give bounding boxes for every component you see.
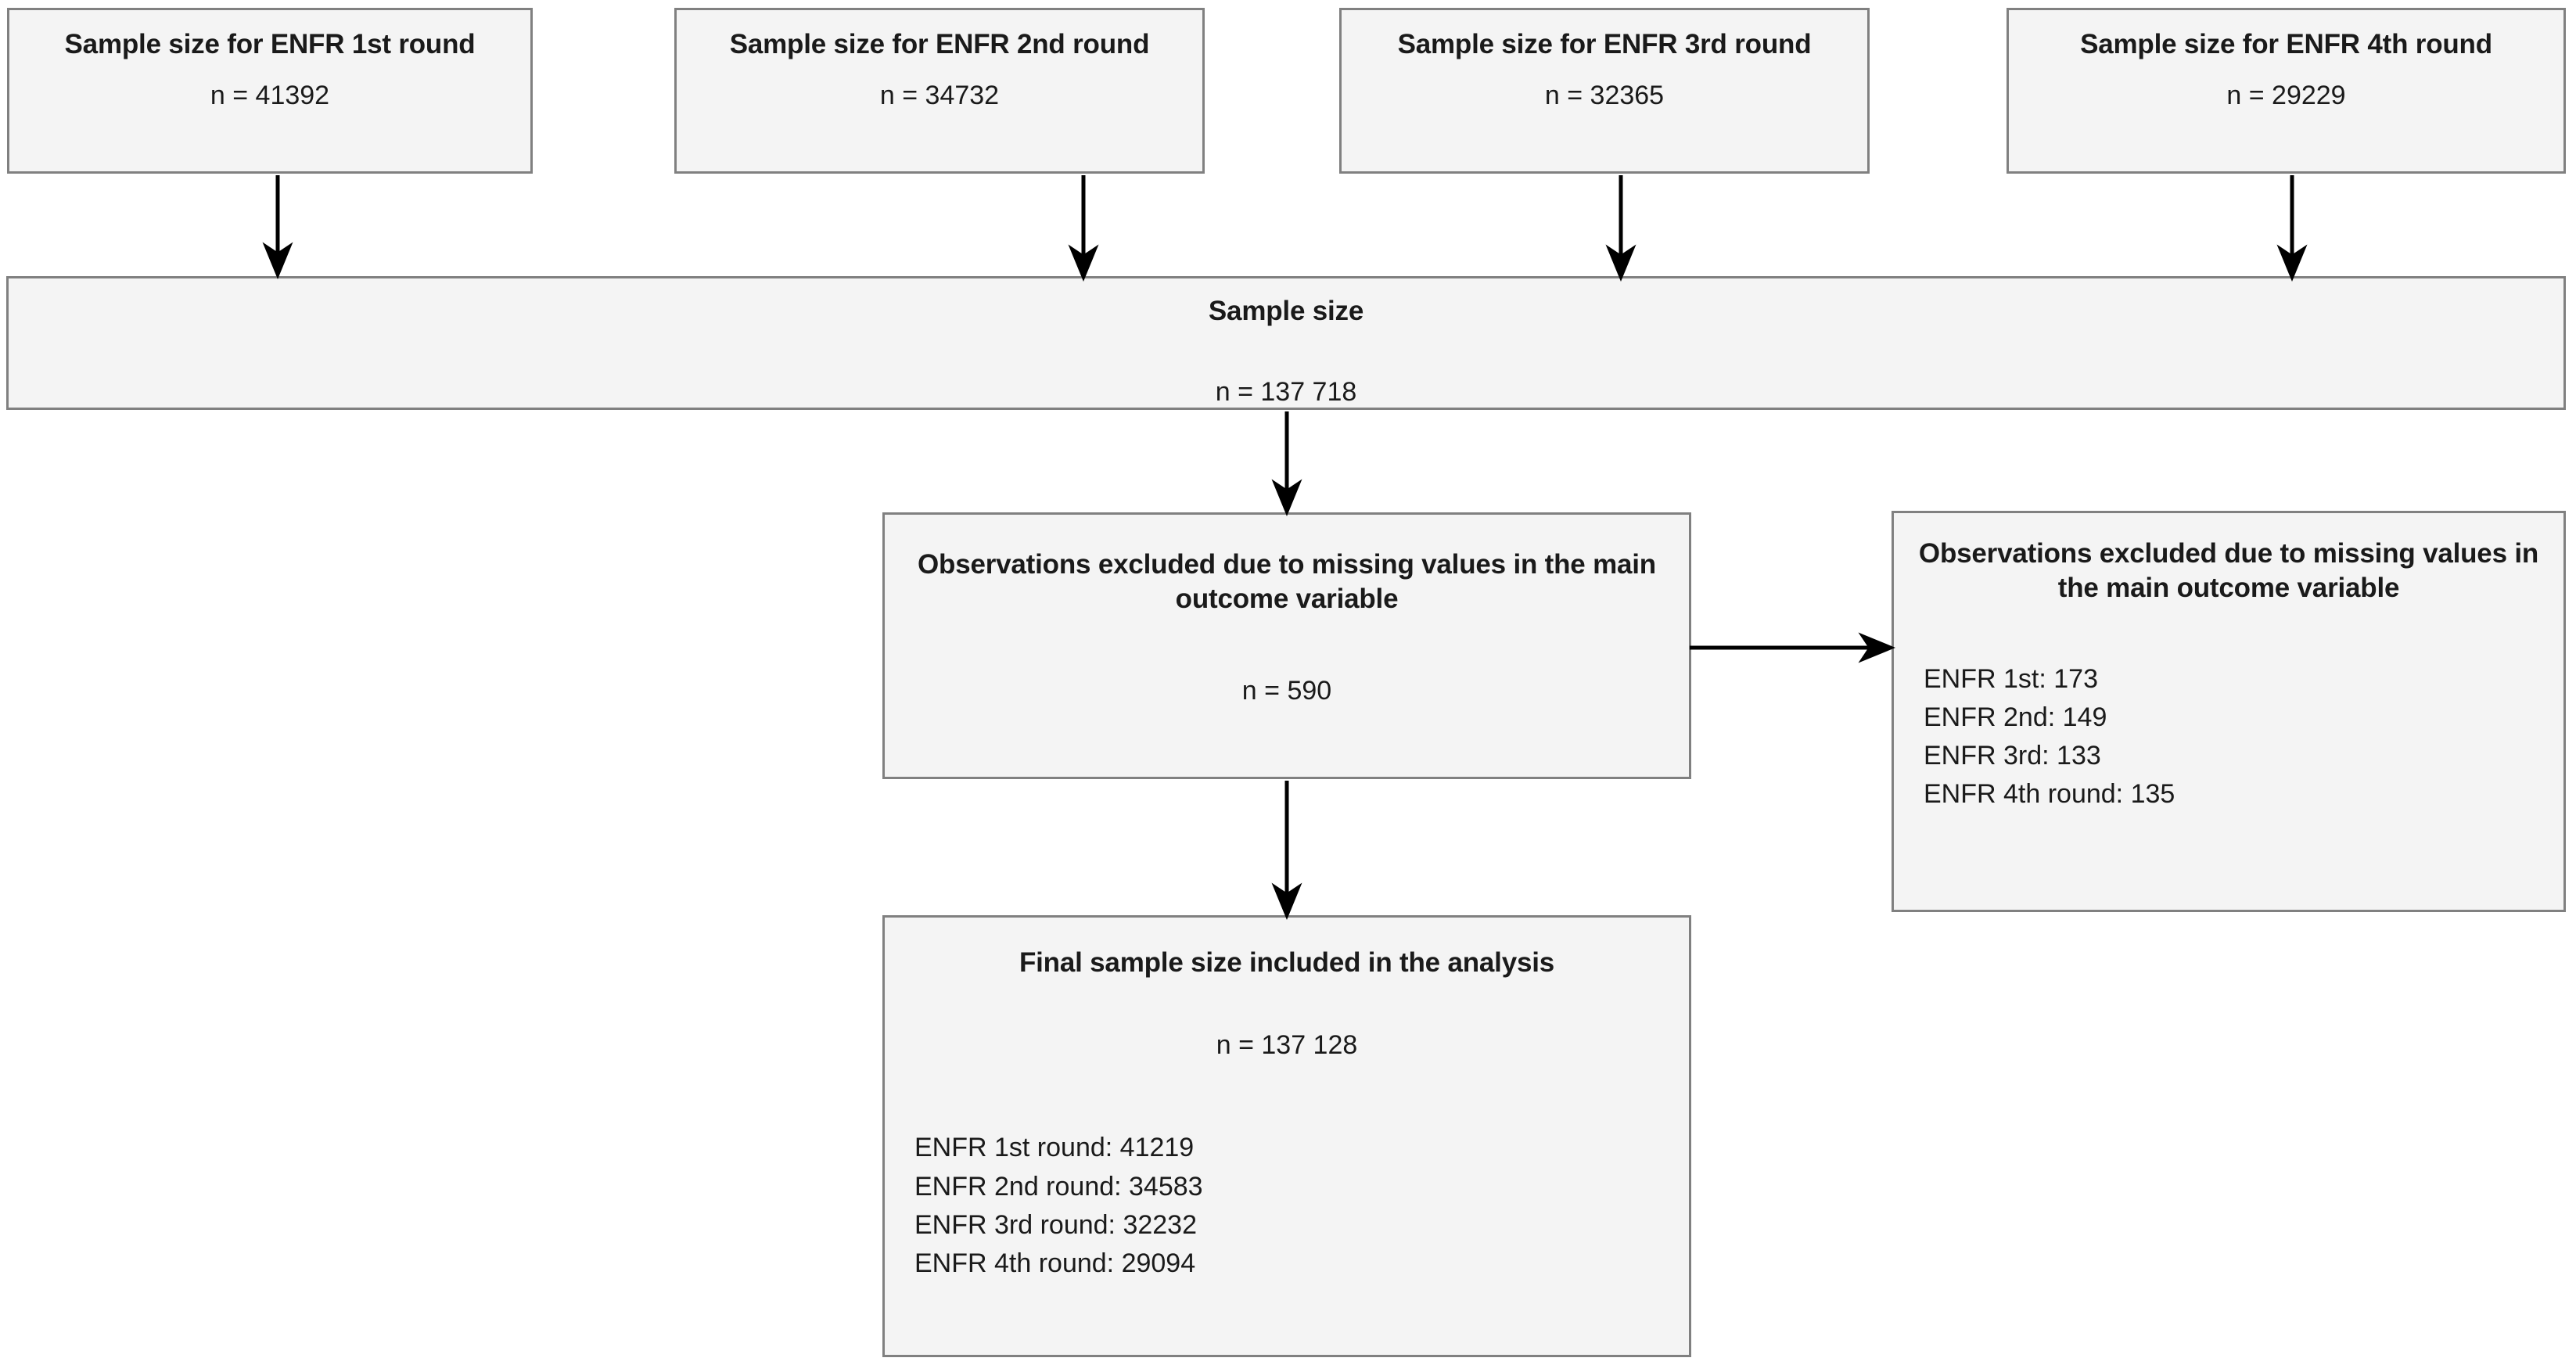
- list-item: ENFR 3rd: 133: [1924, 741, 2101, 771]
- node-title: Sample size for ENFR 3rd round: [1397, 29, 1812, 59]
- node-count: n = 41392: [210, 80, 330, 110]
- node-final-sample-size: Final sample size included in the analys…: [882, 915, 1691, 1357]
- node-sample-size-enfr-1st: Sample size for ENFR 1st round n = 41392: [7, 8, 533, 174]
- list-item: ENFR 2nd round: 34583: [914, 1171, 1203, 1202]
- node-sample-size-enfr-3rd: Sample size for ENFR 3rd round n = 32365: [1339, 8, 1870, 174]
- node-title: Sample size for ENFR 4th round: [2080, 29, 2492, 59]
- node-count: n = 29229: [2226, 80, 2346, 110]
- node-title: Observations excluded due to missing val…: [1918, 538, 2539, 603]
- list-item: ENFR 4th round: 135: [1924, 779, 2175, 810]
- node-sample-size-enfr-4th: Sample size for ENFR 4th round n = 29229: [2007, 8, 2566, 174]
- node-count: n = 34732: [879, 80, 1000, 110]
- list-item: ENFR 1st round: 41219: [914, 1133, 1195, 1163]
- node-breakdown-list: ENFR 1st: 173 ENFR 2nd: 149 ENFR 3rd: 13…: [1917, 660, 2540, 814]
- node-total-sample-size: Sample size n = 137 718: [6, 276, 2566, 410]
- list-item: ENFR 3rd round: 32232: [914, 1209, 1197, 1240]
- node-title: Sample size for ENFR 2nd round: [729, 29, 1150, 59]
- node-breakdown-list: ENFR 1st round: 41219 ENFR 2nd round: 34…: [907, 1129, 1667, 1283]
- node-count: n = 137 718: [1215, 376, 1357, 407]
- node-title: Final sample size included in the analys…: [1019, 947, 1555, 978]
- node-observations-excluded: Observations excluded due to missing val…: [882, 512, 1691, 779]
- list-item: ENFR 1st: 173: [1924, 663, 2098, 694]
- node-count: n = 590: [1241, 675, 1332, 706]
- node-title: Sample size: [1208, 296, 1364, 326]
- node-sample-size-enfr-2nd: Sample size for ENFR 2nd round n = 34732: [674, 8, 1205, 174]
- node-title: Sample size for ENFR 1st round: [64, 29, 476, 59]
- list-item: ENFR 4th round: 29094: [914, 1248, 1196, 1279]
- node-observations-excluded-breakdown: Observations excluded due to missing val…: [1892, 511, 2566, 912]
- node-count: n = 32365: [1544, 80, 1665, 110]
- node-count: n = 137 128: [1216, 1029, 1358, 1060]
- list-item: ENFR 2nd: 149: [1924, 702, 2107, 732]
- node-title: Observations excluded due to missing val…: [918, 549, 1656, 614]
